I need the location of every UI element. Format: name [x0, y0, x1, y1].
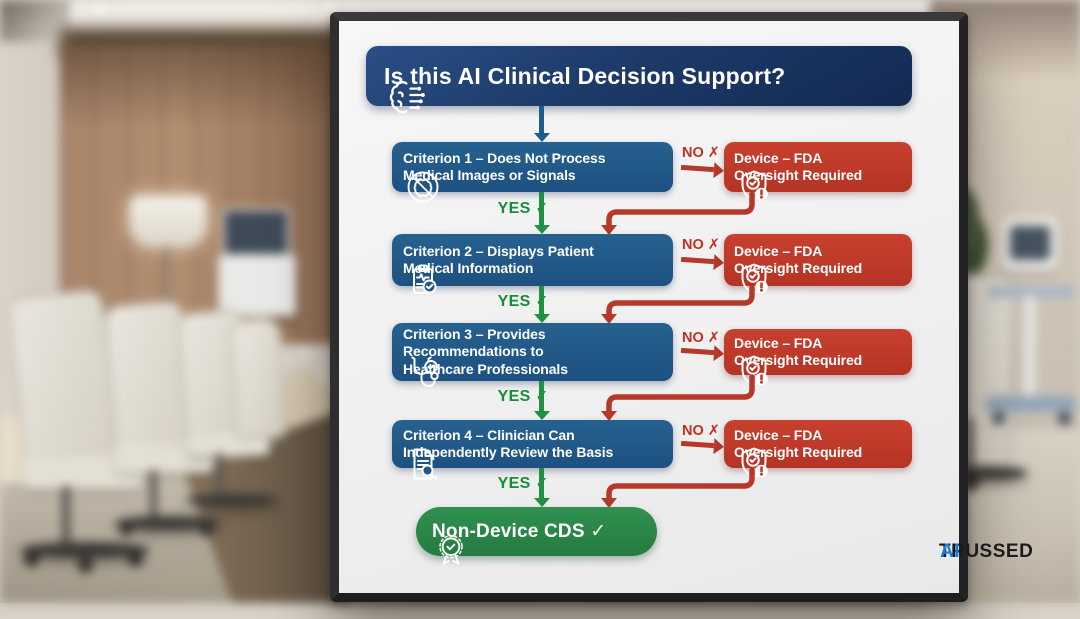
brand-name: TRUSSED: [939, 541, 1034, 562]
no-label: NO ✗: [682, 330, 720, 346]
yes-arrow: [539, 468, 544, 498]
no-label: NO ✗: [682, 145, 720, 161]
criterion-3-box: Criterion 3 – Provides Recommendations t…: [392, 323, 673, 387]
device-outcome-box: Device – FDA Oversight Required: [724, 142, 912, 201]
vitals-monitor-screen: [1010, 226, 1050, 260]
no-arrow: [680, 256, 715, 265]
device-return-connector: [601, 467, 755, 508]
no-label: NO ✗: [682, 237, 720, 253]
recessed-light: [316, 0, 346, 12]
chair-wheel: [120, 524, 132, 536]
device-outcome-box: Device – FDA Oversight Required: [724, 234, 912, 294]
yes-label: YES ✓: [497, 475, 549, 492]
flow-arrow-down: [539, 106, 544, 133]
recessed-light: [82, 2, 118, 17]
flowchart-header: Is this AI Clinical Decision Support?: [366, 46, 912, 114]
device-outcome-label: Device – FDA Oversight Required: [734, 242, 863, 277]
chair-wheel: [24, 552, 39, 567]
monitor-stand-tray: [988, 286, 1076, 298]
office-chair-pole: [216, 453, 222, 495]
monitor-stand-base: [985, 396, 1077, 412]
device-outcome-label: Device – FDA Oversight Required: [734, 426, 863, 461]
yes-label: YES ✓: [497, 293, 549, 310]
chair-wheel: [78, 558, 93, 573]
device-outcome-box: Device – FDA Oversight Required: [724, 420, 912, 478]
no-arrow: [680, 164, 715, 173]
criterion-4-box: Criterion 4 – Clinician Can Independentl…: [392, 420, 673, 480]
caster-wheel: [1058, 412, 1071, 425]
flowchart-title: Is this AI Clinical Decision Support?: [384, 62, 786, 89]
criterion-4-label: Criterion 4 – Clinician Can Independentl…: [403, 426, 614, 461]
non-device-outcome-box: Non-Device CDS ✓: [416, 507, 657, 565]
no-arrow: [680, 440, 715, 449]
medical-cart-body: [218, 254, 296, 316]
device-outcome-label: Device – FDA Oversight Required: [734, 334, 863, 369]
criterion-3-label: Criterion 3 – Provides Recommendations t…: [403, 325, 568, 377]
criterion-1-label: Criterion 1 – Does Not Process Medical I…: [403, 149, 606, 184]
office-chair-base: [186, 494, 278, 506]
water-glass: [300, 347, 312, 373]
device-return-connector: [601, 285, 755, 324]
yes-label: YES ✓: [497, 200, 549, 217]
office-chair-pole: [966, 418, 973, 470]
device-return-connector: [601, 374, 755, 421]
caster-wheel: [992, 412, 1005, 425]
device-outcome-label: Device – FDA Oversight Required: [734, 149, 863, 184]
office-chair-pole: [62, 486, 70, 544]
device-outcome-box: Device – FDA Oversight Required: [724, 329, 912, 386]
wood-slat-wall: [60, 44, 350, 344]
criterion-2-label: Criterion 2 – Displays Patient Medical I…: [403, 242, 594, 277]
no-arrow: [680, 347, 715, 356]
chair-wheel: [128, 552, 143, 567]
medical-cart-screen: [222, 208, 290, 260]
device-return-connector: [601, 191, 755, 235]
criterion-1-box: Criterion 1 – Does Not Process Medical I…: [392, 142, 673, 203]
chair-wheel: [200, 524, 212, 536]
non-device-outcome-label: Non-Device CDS ✓: [432, 521, 607, 542]
floor-lamp-shade: [130, 196, 206, 246]
yes-arrow: [539, 286, 544, 314]
no-label: NO ✗: [682, 423, 720, 439]
yes-label: YES ✓: [497, 388, 549, 405]
brand-suffix: AI: [940, 541, 960, 562]
criterion-2-box: Criterion 2 – Displays Patient Medical I…: [392, 234, 673, 294]
office-chair-base: [114, 516, 222, 530]
monitor-stand-pole: [1024, 296, 1035, 398]
office-chair-pole: [150, 470, 157, 518]
yes-arrow: [539, 381, 544, 411]
flowchart-board: Is this AI Clinical Decision Support? Cr…: [330, 12, 1033, 602]
yes-arrow: [539, 192, 544, 225]
office-chair-back: [228, 316, 288, 442]
office-chair-base: [20, 542, 150, 558]
